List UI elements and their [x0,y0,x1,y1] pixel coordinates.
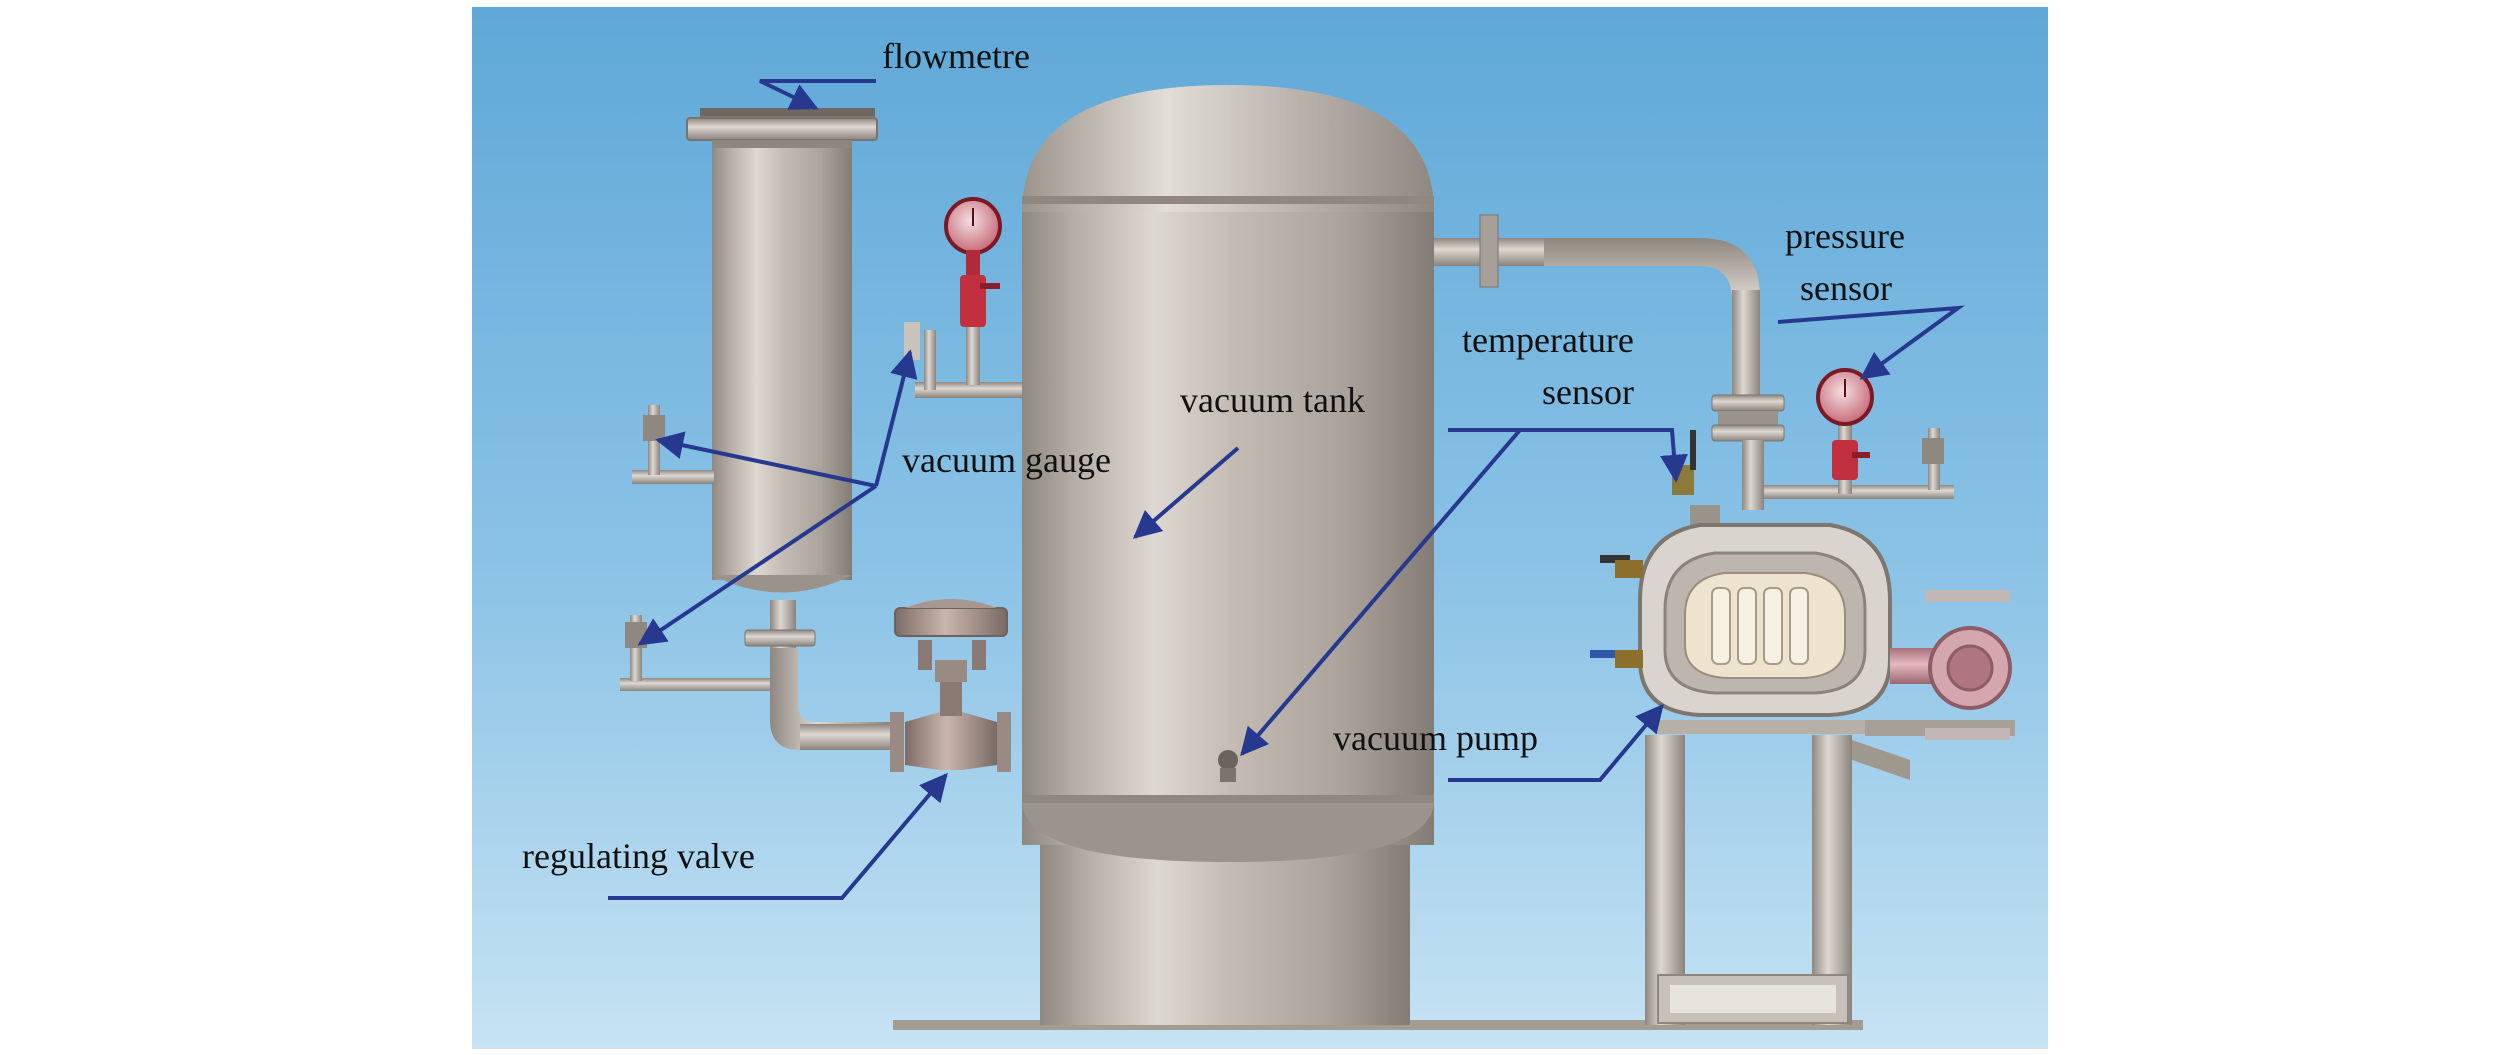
label-pressure-sensor-2: sensor [1800,268,1892,308]
right-piping [1434,214,1954,510]
leader-vacuum-gauge-3 [637,484,878,646]
leader-lines [608,79,1965,900]
leader-temperature-sensor-to-tank [1240,428,1522,757]
leader-regulating-valve [608,772,948,900]
label-vacuum-pump: vacuum pump [1333,718,1538,758]
leader-vacuum-gauge-1 [874,349,918,487]
tank-side-gauge [904,197,1025,398]
vacuum-pump-shape [1590,430,2015,1025]
flowmetre-column [632,108,878,593]
leader-vacuum-gauge-2 [655,431,877,488]
label-temperature-sensor-1: temperature [1462,320,1634,360]
leader-temperature-sensor-to-pump [1448,428,1688,483]
label-temperature-sensor-2: sensor [1542,372,1634,412]
leader-pressure-sensor [1777,305,1965,380]
lower-left-fittings [620,600,895,750]
label-regulating-valve: regulating valve [522,836,755,876]
leader-flowmetre [759,79,876,110]
leader-vacuum-pump [1448,703,1664,782]
label-flowmetre: flowmetre [882,36,1030,76]
label-vacuum-gauge: vacuum gauge [902,440,1111,480]
label-vacuum-tank: vacuum tank [1180,380,1365,420]
vacuum-tank-shape [1022,85,1434,1025]
leader-vacuum-tank [1132,446,1240,539]
label-pressure-sensor-1: pressure [1785,216,1905,256]
regulating-valve-shape [890,599,1011,772]
